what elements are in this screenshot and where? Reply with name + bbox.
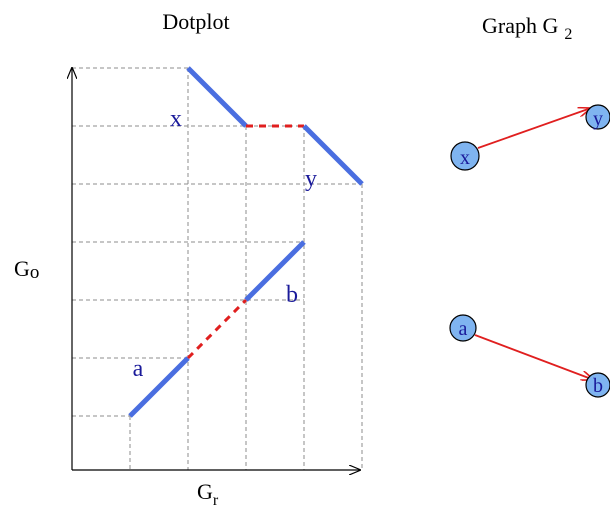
gap-a-b	[186, 298, 248, 360]
segment-x	[186, 66, 248, 128]
segment-y	[302, 124, 364, 186]
segment-label-b: b	[286, 282, 298, 308]
segment-label-x: x	[170, 106, 182, 132]
node-y: y	[585, 104, 610, 130]
dotplot-grid	[72, 67, 363, 470]
segment-label-a: a	[133, 356, 144, 382]
edge-a-b	[474, 334, 594, 380]
node-label: b	[593, 375, 603, 397]
y-axis-label: Go	[14, 256, 39, 283]
segment-a	[128, 356, 190, 418]
dotplot-title: Dotplot	[162, 9, 229, 34]
node-circle	[585, 104, 610, 130]
node-circle	[450, 141, 480, 171]
node-label: x	[460, 147, 470, 169]
edge-x-y	[477, 108, 591, 149]
dotplot: Dotplot x y a b	[14, 9, 364, 508]
segment-b	[244, 240, 306, 302]
x-axis-label: Gr	[197, 479, 219, 508]
node-circle	[585, 372, 610, 398]
segment-label-y: y	[305, 166, 317, 192]
node-b: b	[585, 372, 610, 398]
node-label: y	[593, 108, 603, 130]
node-circle	[449, 314, 477, 342]
node-x: x	[450, 141, 480, 171]
node-label: a	[459, 318, 468, 340]
node-a: a	[449, 314, 477, 342]
